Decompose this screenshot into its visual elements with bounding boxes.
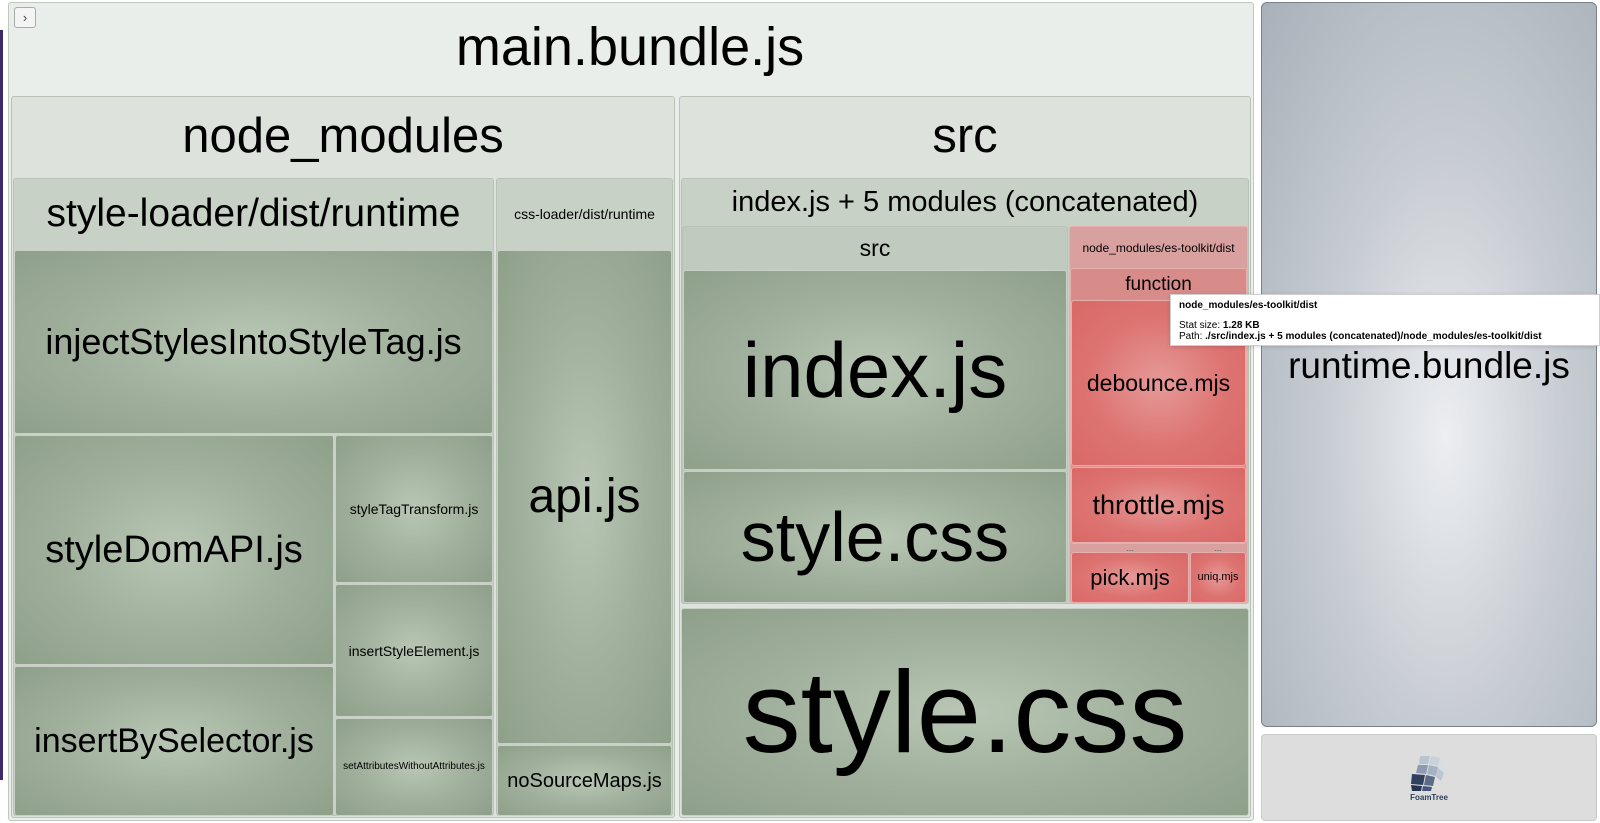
style-loader-label: style-loader/dist/runtime xyxy=(46,191,461,235)
tooltip-path-row: Path: ./src/index.js + 5 modules (concat… xyxy=(1179,331,1591,342)
ellipsis-right: ... xyxy=(1214,545,1222,553)
inner-style-css-file[interactable]: style.css xyxy=(683,471,1067,603)
runtime-bundle-label: runtime.bundle.js xyxy=(1288,344,1570,386)
concatenated-label: index.js + 5 modules (concatenated) xyxy=(731,185,1199,218)
css-loader-label: css-loader/dist/runtime xyxy=(514,206,655,222)
tooltip-stat-row: Stat size: 1.28 KB xyxy=(1179,320,1591,331)
inner-src-label: src xyxy=(859,234,891,261)
foamtree-icon xyxy=(1411,755,1447,791)
hover-tooltip: node_modules/es-toolkit/dist Stat size: … xyxy=(1170,294,1600,346)
throttle-file[interactable]: throttle.mjs xyxy=(1071,467,1246,543)
tooltip-title: node_modules/es-toolkit/dist xyxy=(1179,300,1318,311)
foamtree-label: FoamTree xyxy=(1410,792,1448,802)
uniq-file[interactable]: uniq.mjs xyxy=(1190,552,1246,603)
inject-styles-file[interactable]: injectStylesIntoStyleTag.js xyxy=(14,250,493,434)
style-dom-api-file[interactable]: styleDomAPI.js xyxy=(14,435,334,665)
es-toolkit-label: node_modules/es-toolkit/dist xyxy=(1082,241,1235,255)
tooltip-stat-value: 1.28 KB xyxy=(1222,320,1260,331)
runtime-bundle-group[interactable] xyxy=(1261,2,1597,727)
src-label: src xyxy=(932,108,998,163)
tooltip-path-value: ./src/index.js + 5 modules (concatenated… xyxy=(1205,331,1542,342)
style-tag-transform-file[interactable]: styleTagTransform.js xyxy=(335,435,493,583)
left-edge-bar xyxy=(0,30,3,780)
sidebar-toggle-button[interactable]: › xyxy=(14,7,36,28)
function-label: function xyxy=(1125,273,1192,295)
set-attributes-file[interactable]: setAttributesWithoutAttributes.js xyxy=(335,718,493,816)
no-source-maps-file[interactable]: noSourceMaps.js xyxy=(497,745,672,816)
api-file[interactable]: api.js xyxy=(497,250,672,744)
node-modules-label: node_modules xyxy=(182,108,504,163)
tooltip-path-label: Path: xyxy=(1179,331,1203,342)
insert-by-selector-file[interactable]: insertBySelector.js xyxy=(14,666,334,816)
chevron-right-icon: › xyxy=(22,10,28,25)
foamtree-logo-mark: FoamTree xyxy=(1410,754,1448,802)
style-css-file[interactable]: style.css xyxy=(681,608,1249,816)
foamtree-logo[interactable]: FoamTree xyxy=(1261,734,1597,821)
tooltip-stat-label: Stat size: xyxy=(1179,320,1221,331)
main-bundle-label: main.bundle.js xyxy=(455,17,805,77)
ellipsis-left: ... xyxy=(1126,545,1134,553)
insert-style-element-file[interactable]: insertStyleElement.js xyxy=(335,584,493,717)
pick-file[interactable]: pick.mjs xyxy=(1071,552,1189,603)
index-js-file[interactable]: index.js xyxy=(683,270,1067,470)
